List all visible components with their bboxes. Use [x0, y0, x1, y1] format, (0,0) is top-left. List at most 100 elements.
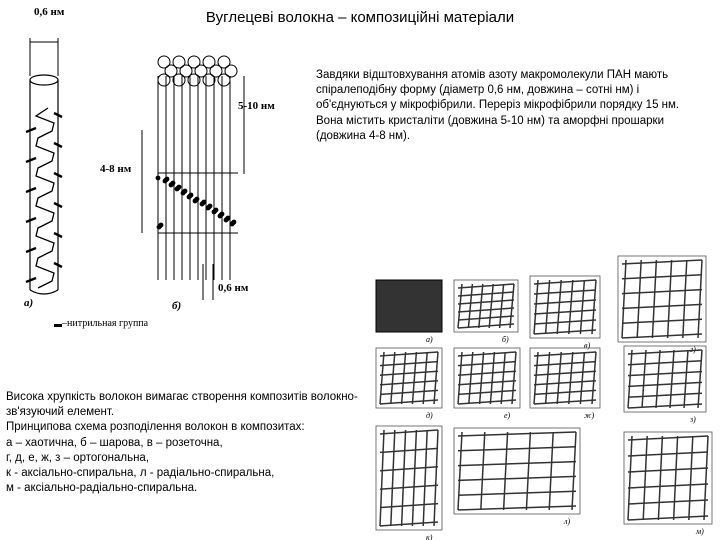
- panel-label: е): [504, 411, 511, 420]
- fiber-stroke: [457, 475, 577, 482]
- fibril-end: [179, 64, 193, 78]
- fibril-end: [202, 55, 216, 69]
- amorphous-dot: [231, 219, 237, 225]
- fiber-stroke: [379, 370, 439, 376]
- fiber-stroke: [489, 351, 496, 405]
- nitrile-group-mark: [53, 141, 63, 149]
- amorphous-dot: [158, 222, 164, 228]
- nitrile-group-mark: [53, 201, 63, 209]
- fiber-stroke: [548, 431, 554, 511]
- fiber-stroke: [400, 351, 407, 405]
- fiber-stroke: [457, 315, 515, 321]
- fiber-stroke: [379, 429, 385, 527]
- label-4-8-nm: 4-8 нм: [100, 163, 132, 175]
- panel-frame: [453, 279, 519, 333]
- fiber-stroke: [400, 429, 407, 527]
- fiber-stroke: [621, 318, 703, 324]
- fiber-stroke: [621, 333, 703, 339]
- fiber-stroke: [533, 319, 597, 325]
- fiber-stroke: [627, 360, 703, 366]
- fiber-stroke: [556, 279, 562, 335]
- panel-frame: [375, 347, 443, 409]
- fiber-structure-figure: [25, 38, 245, 327]
- legend-nitrile-text: –нитрильная группа: [62, 318, 149, 329]
- composite-panel: [375, 425, 443, 531]
- fiber-stroke: [627, 349, 633, 409]
- fibril-end: [194, 64, 208, 78]
- fiber-stroke: [457, 446, 577, 452]
- fiber-stroke: [533, 370, 597, 376]
- fiber-stroke: [457, 370, 517, 376]
- fiber-stroke: [621, 288, 703, 295]
- fiber-stroke: [579, 351, 586, 405]
- fibril-end: [224, 64, 238, 78]
- fiber-stroke: [457, 307, 515, 313]
- composite-panel: [529, 347, 601, 409]
- paragraph-pan-structure: Завдяки відштовхування атомів азоту макр…: [316, 69, 680, 142]
- panel-frame: [453, 347, 521, 409]
- composite-panel: [453, 279, 519, 333]
- fiber-stroke: [655, 349, 661, 409]
- nitrile-group-mark: [53, 231, 63, 239]
- fiber-stroke: [379, 380, 439, 386]
- panel-frame: [617, 255, 707, 343]
- fiber-stroke: [379, 389, 439, 396]
- fiber-stroke: [533, 289, 597, 295]
- slide-title: Вуглецеві волокна – композиційні матеріа…: [205, 9, 515, 26]
- fiber-stroke: [502, 431, 509, 511]
- composite-panel: [375, 279, 443, 333]
- composite-panel: [375, 347, 443, 409]
- fiber-stroke: [627, 467, 709, 473]
- fiber-stroke: [533, 299, 597, 305]
- composite-panel: [623, 431, 713, 525]
- amorphous-dot: [182, 188, 188, 194]
- fiber-stroke: [457, 360, 517, 367]
- panel-frame: [529, 275, 601, 339]
- panel-label: а): [426, 335, 433, 344]
- fiber-stroke: [568, 351, 574, 405]
- fiber-stroke: [672, 435, 679, 521]
- fiber-stroke: [621, 259, 627, 339]
- fiber-stroke: [379, 360, 439, 367]
- panel-frame: [375, 425, 443, 531]
- label-diameter-bottom: 0,6 нм: [218, 282, 249, 294]
- fiber-stroke: [457, 351, 517, 357]
- panel-frame: [623, 431, 713, 525]
- fiber-stroke: [556, 351, 562, 405]
- fiber-stroke: [657, 435, 664, 521]
- label-panel-b: б): [172, 300, 182, 312]
- fiber-stroke: [478, 351, 485, 405]
- fiber-stroke: [533, 279, 597, 285]
- fiber-stroke: [627, 392, 703, 398]
- fiber-stroke: [379, 351, 439, 357]
- amorphous-dot: [207, 203, 213, 209]
- fibril-end: [187, 73, 201, 87]
- fibril-end: [164, 64, 178, 78]
- panel-label: м): [695, 527, 704, 536]
- fiber-stroke: [433, 429, 439, 527]
- amorphous-dot: [219, 211, 225, 217]
- fiber-stroke: [651, 259, 658, 339]
- fiber-stroke: [627, 483, 709, 489]
- panel-frame: [529, 347, 601, 409]
- fiber-stroke: [533, 389, 597, 396]
- fiber-stroke: [579, 279, 586, 335]
- fiber-stroke: [669, 349, 675, 409]
- fiber-stroke: [457, 323, 515, 329]
- fiber-stroke: [379, 466, 439, 472]
- fiber-stroke: [533, 360, 597, 367]
- fiber-stroke: [533, 351, 539, 405]
- fiber-stroke: [683, 349, 689, 409]
- fibril-end: [172, 55, 186, 69]
- amorphous-dot: [225, 215, 231, 221]
- fiber-stroke: [703, 435, 709, 521]
- label-5-10-nm: 5-10 нм: [238, 100, 275, 112]
- fiber-stroke: [379, 447, 439, 454]
- fiber-stroke: [480, 431, 486, 511]
- fiber-stroke: [627, 403, 703, 409]
- fiber-stroke: [390, 429, 396, 527]
- legend-nitrile-marker: [54, 324, 62, 327]
- fiber-stroke: [533, 399, 597, 405]
- panel-label: л): [563, 517, 570, 526]
- fibril-end: [217, 73, 231, 87]
